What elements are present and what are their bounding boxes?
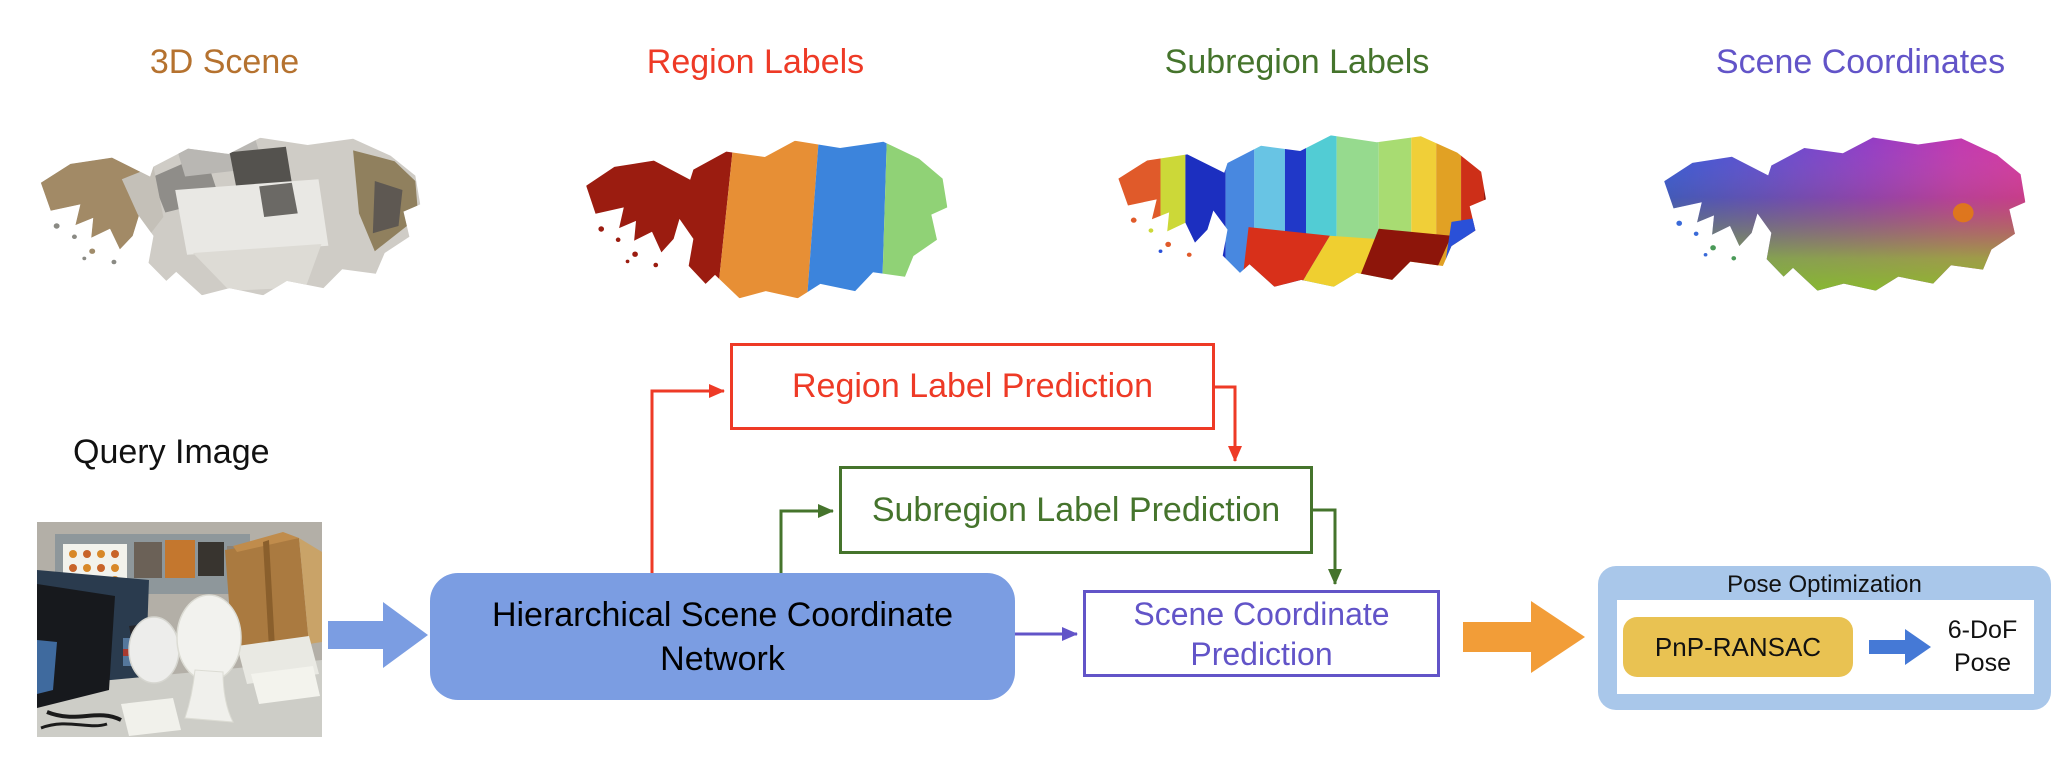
mannequin-head-left	[128, 616, 180, 684]
region-prediction-label: Region Label Prediction	[791, 367, 1154, 405]
pose-optimization-inner: PnP-RANSAC 6-DoF Pose	[1617, 600, 2034, 694]
monitor	[37, 584, 115, 708]
connector-network-to-subregion	[779, 504, 834, 573]
panel-title-3d-scene: 3D Scene	[149, 43, 300, 81]
panel-title-subregion-labels: Subregion Labels	[1164, 43, 1430, 81]
cloud-coordinate-gradient	[1664, 137, 2026, 291]
cloud-region-bands	[586, 140, 948, 299]
query-image-photo	[37, 522, 322, 737]
query-image-label: Query Image	[73, 433, 270, 471]
network-box-label-line1: Hierarchical Scene Coordinate	[491, 595, 954, 634]
connector-network-to-region	[650, 384, 725, 573]
coordinate-prediction-label-line2: Prediction	[1190, 635, 1333, 672]
panel-title-scene-coordinates: Scene Coordinates	[1715, 43, 2006, 81]
panel-title-region-labels: Region Labels	[646, 43, 865, 81]
connector-region-to-subregion	[1215, 385, 1242, 462]
pose-result-label: 6-DoF Pose	[1941, 614, 2024, 680]
network-box: Hierarchical Scene Coordinate Network	[430, 573, 1015, 700]
output-arrow-icon	[1463, 601, 1585, 673]
region-prediction-box: Region Label Prediction	[730, 343, 1215, 430]
subregion-prediction-label: Subregion Label Prediction	[871, 490, 1281, 529]
pnp-ransac-box: PnP-RANSAC	[1623, 617, 1853, 677]
pose-arrow-icon	[1869, 629, 1931, 665]
pose-result-line2: Pose	[1954, 649, 2011, 677]
input-arrow-icon	[328, 602, 428, 668]
cloud-texture-gray	[40, 137, 421, 296]
point-cloud-3d-scene	[27, 127, 442, 307]
cloud-subregion-patches	[1118, 135, 1486, 287]
connector-subregion-to-coordinate	[1313, 508, 1342, 585]
pose-result-line1: 6-DoF	[1947, 616, 2018, 644]
subregion-prediction-box: Subregion Label Prediction	[839, 466, 1313, 554]
paper-sheet	[121, 698, 181, 736]
point-cloud-scene-coordinates	[1651, 127, 2046, 302]
pose-optimization-box: Pose Optimization PnP-RANSAC 6-DoF Pose	[1598, 566, 2051, 710]
point-cloud-subregion-labels	[1105, 125, 1507, 298]
cable	[46, 710, 122, 722]
point-cloud-region-labels	[573, 130, 968, 310]
mannequin-head-right	[176, 594, 242, 682]
pose-optimization-title: Pose Optimization	[1727, 571, 1922, 598]
network-box-label-line2: Network	[660, 639, 785, 678]
pnp-ransac-label: PnP-RANSAC	[1654, 631, 1822, 662]
coordinate-prediction-box: Scene Coordinate Prediction	[1083, 590, 1440, 677]
coordinate-prediction-label-line1: Scene Coordinate	[1133, 595, 1390, 632]
